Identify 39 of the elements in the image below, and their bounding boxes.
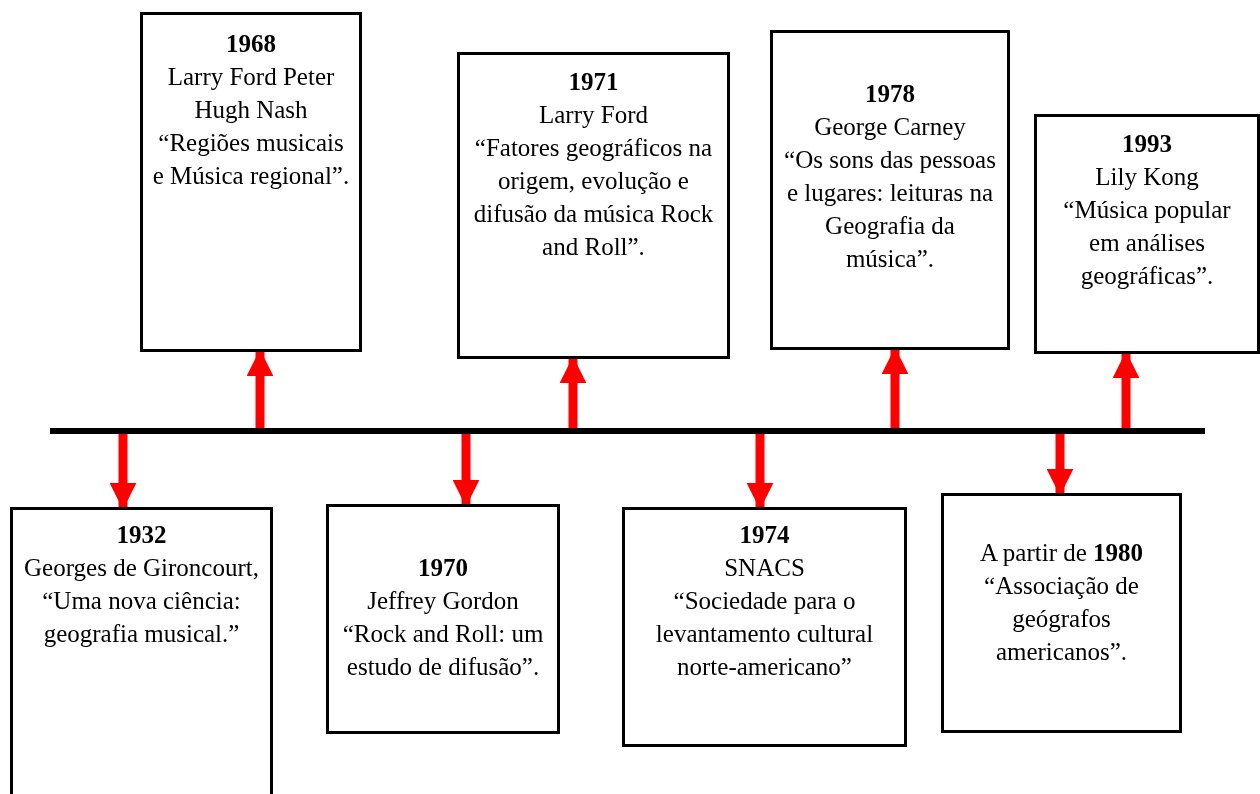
event-box [140, 12, 362, 352]
year-heading: A partir de 1980 [978, 538, 1145, 568]
arrow [109, 434, 137, 510]
year-heading: 1970 [417, 553, 469, 583]
event-box [622, 507, 907, 747]
timeline-bar [50, 428, 1205, 434]
arrow [1112, 351, 1140, 428]
event-text: George Carney [813, 112, 967, 142]
arrow [1046, 434, 1074, 496]
event-box [326, 504, 560, 734]
event-text: “Os sons das pessoas e lugares: leituras na Geografia da música”. [783, 145, 997, 274]
event-text: Jeffrey Gordon [366, 586, 520, 616]
event-text: “Regiões musicais e Música regional”. [151, 128, 351, 191]
event-text: Larry Ford Peter Hugh Nash [166, 62, 336, 125]
event-text: “Fatores geográficos na origem, evolução e difusão da música Rock and Roll”. [472, 133, 715, 262]
year-heading: 1932 [115, 520, 168, 550]
year-heading: 1971 [567, 67, 620, 97]
arrow [881, 347, 909, 428]
event-text: “Música popular em análises geográficas”. [1062, 195, 1232, 291]
event-box [457, 52, 730, 359]
event-text: “Rock and Roll: um estudo de difusão”. [341, 619, 545, 682]
event-text: “Associação de geógrafos americanos”. [983, 571, 1140, 667]
event-box [1034, 114, 1260, 354]
event-text: Larry Ford [538, 100, 649, 130]
arrow [559, 356, 587, 428]
year-heading: 1978 [864, 79, 916, 109]
event-text: SNACS [723, 553, 806, 583]
arrow [452, 434, 480, 507]
event-box [10, 507, 273, 794]
event-box [941, 493, 1182, 733]
year-heading: 1974 [738, 520, 791, 550]
event-box [770, 30, 1010, 350]
event-text: “Sociedade para o levantamento cultural norte-americano” [654, 586, 875, 682]
arrow [246, 349, 274, 428]
year-heading: 1968 [225, 29, 277, 59]
event-text: Georges de Gironcourt, “Uma nova ciência: geografia musical.” [23, 553, 260, 649]
event-text: Lily Kong [1094, 162, 1200, 192]
year-heading: 1993 [1121, 129, 1173, 159]
arrow [746, 434, 774, 510]
